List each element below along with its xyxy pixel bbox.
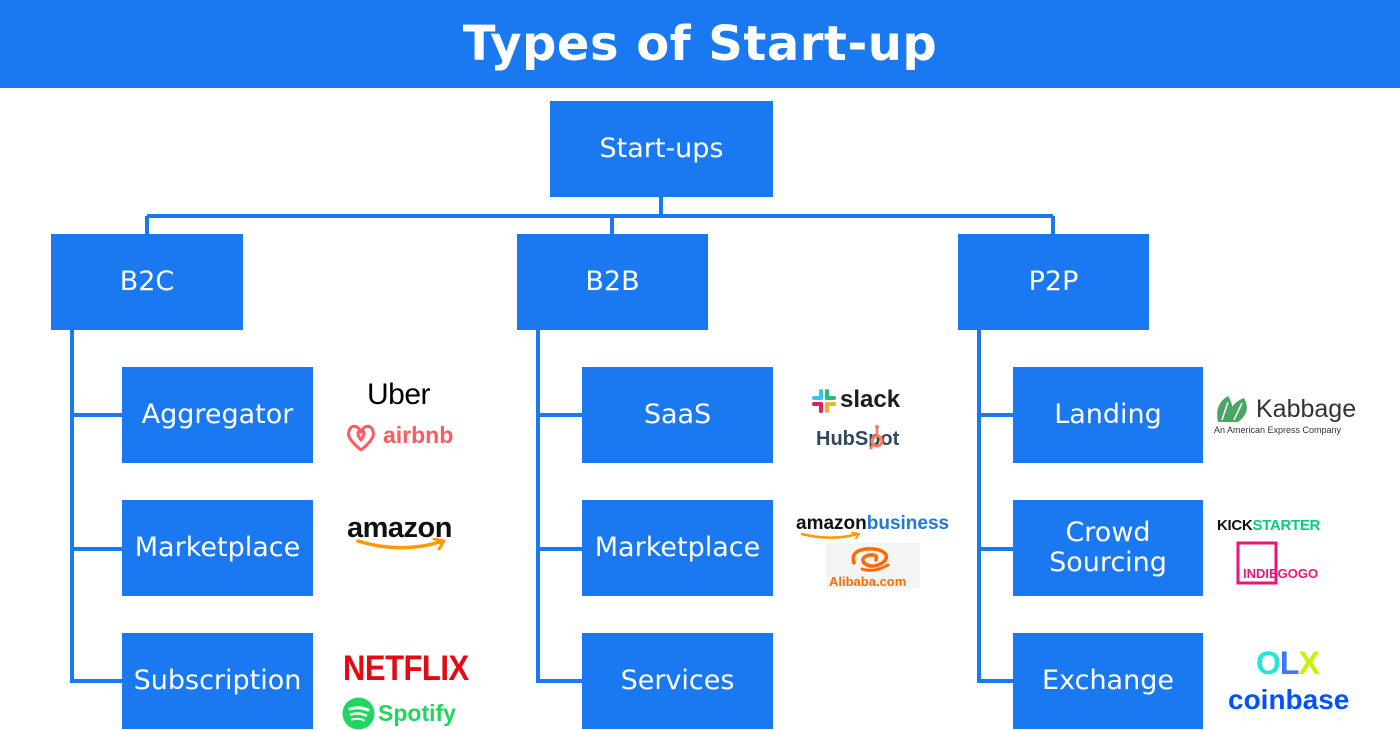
kickstarter-starter-text: STARTER [1252,517,1321,534]
kabbage-leaf-icon [1217,396,1247,422]
kabbage-logo: Kabbage [1256,395,1357,423]
spotify-icon [342,697,375,730]
amazon-business-logo: amazonbusiness [796,513,949,535]
olx-letter-l: L [1279,645,1300,681]
amazon-business-business-text: business [866,513,950,534]
crowd-sourcing-line-2: Sourcing [1049,547,1167,578]
uber-logo: Uber [367,378,431,411]
hubspot-sprocket-icon [869,425,884,450]
type-saas: SaaS [582,367,773,463]
olx-letter-x: X [1298,645,1319,681]
crowd-sourcing-line-1: Crowd [1065,517,1151,548]
type-b2b-marketplace: Marketplace [582,500,773,596]
hubspot-logo: HubSpot [816,428,900,450]
coinbase-logo: coinbase [1228,684,1350,715]
root-node: Start-ups [550,101,773,197]
type-b2c-marketplace: Marketplace [122,500,313,596]
olx-letter-o: O [1256,645,1281,681]
slack-hash-icon [812,389,836,413]
amazon-business-amazon-text: amazon [796,513,867,534]
category-b2b: B2B [517,234,708,330]
amazon-smile-icon [800,532,861,540]
alibaba-logo: Alibaba.com [829,574,907,589]
type-exchange: Exchange [1013,633,1203,729]
indiegogo-logo: INDIEGOGO [1243,566,1319,581]
airbnb-belo-icon [347,424,375,452]
kickstarter-kick-text: KICK [1217,517,1253,534]
indiegogo-frame-icon [1236,541,1278,585]
type-services: Services [582,633,773,729]
netflix-logo: NETFLIX [343,648,469,689]
page-title: Types of Start-up [0,0,1400,88]
kickstarter-logo: KICKSTARTER [1217,517,1320,534]
type-crowd-sourcing: Crowd Sourcing [1013,500,1203,596]
type-aggregator: Aggregator [122,367,313,463]
kabbage-tagline: An American Express Company [1214,425,1342,435]
category-b2c: B2C [51,234,243,330]
alibaba-mark-icon [851,547,890,572]
type-landing: Landing [1013,367,1203,463]
spotify-logo: Spotify [378,700,456,726]
category-p2p: P2P [958,234,1149,330]
type-subscription: Subscription [122,633,313,729]
slack-logo: slack [840,386,901,413]
amazon-smile-icon [356,538,446,551]
airbnb-logo: airbnb [383,422,454,448]
olx-logo: OLX [1256,645,1320,682]
